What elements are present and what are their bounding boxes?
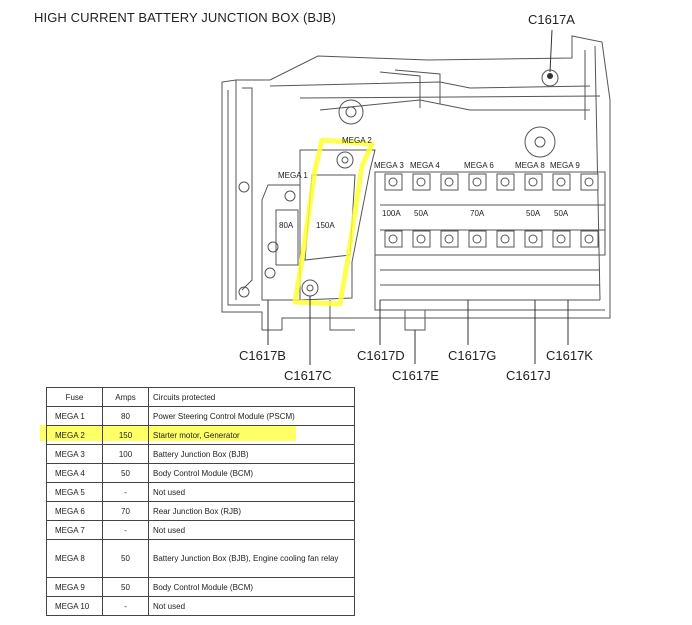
connector-c1617e: C1617E — [392, 368, 439, 383]
mega2-rating: 150A — [316, 221, 335, 230]
junction-box-diagram: MEGA 1 MEGA 2 MEGA 3 MEGA 4 MEGA 6 MEGA … — [221, 12, 611, 383]
mega4-rating: 50A — [414, 209, 429, 218]
mega4-label: MEGA 4 — [410, 161, 440, 170]
connector-c1617k: C1617K — [546, 348, 593, 363]
table-row: MEGA 3 100 Battery Junction Box (BJB) — [46, 444, 355, 464]
header-amps: Amps — [102, 387, 149, 407]
mega2-label: MEGA 2 — [342, 136, 372, 145]
table-row: MEGA 2 150 Starter motor, Generator — [46, 425, 355, 445]
header-fuse: Fuse — [46, 387, 103, 407]
header-circuits: Circuits protected — [148, 387, 355, 407]
table-row: MEGA 9 50 Body Control Module (BCM) — [46, 577, 355, 597]
connector-c1617a: C1617A — [528, 12, 575, 27]
table-row: MEGA 6 70 Rear Junction Box (RJB) — [46, 501, 355, 521]
table-row: MEGA 10 - Not used — [46, 596, 355, 616]
mega3-label: MEGA 3 — [374, 161, 404, 170]
mega3-rating: 100A — [382, 209, 401, 218]
fuse-table: Fuse Amps Circuits protected MEGA 1 80 P… — [46, 387, 355, 616]
mega8-rating: 50A — [526, 209, 541, 218]
connector-c1617d: C1617D — [357, 348, 405, 363]
c1617a-pin — [547, 73, 553, 79]
mount-bolt-top-left — [338, 99, 364, 125]
mega9-label: MEGA 9 — [550, 161, 580, 170]
page-title: HIGH CURRENT BATTERY JUNCTION BOX (BJB) — [34, 10, 336, 25]
mount-bolt-center — [524, 126, 556, 158]
mega6-rating: 70A — [470, 209, 485, 218]
table-row: MEGA 5 - Not used — [46, 482, 355, 502]
mega9-rating: 50A — [554, 209, 569, 218]
connector-c1617j: C1617J — [506, 368, 551, 383]
housing-outline — [221, 35, 611, 331]
mega8-label: MEGA 8 — [515, 161, 545, 170]
connector-c1617b: C1617B — [239, 348, 286, 363]
mega6-label: MEGA 6 — [464, 161, 494, 170]
table-row: MEGA 4 50 Body Control Module (BCM) — [46, 463, 355, 483]
mega1-rating: 80A — [279, 221, 294, 230]
mega2-highlight — [292, 137, 375, 307]
table-row: MEGA 7 - Not used — [46, 520, 355, 540]
connector-c1617c: C1617C — [284, 368, 332, 383]
connector-c1617g: C1617G — [448, 348, 496, 363]
table-row: MEGA 8 50 Battery Junction Box (BJB), En… — [46, 539, 355, 578]
table-row: MEGA 1 80 Power Steering Control Module … — [46, 406, 355, 426]
mega1-label: MEGA 1 — [278, 171, 308, 180]
